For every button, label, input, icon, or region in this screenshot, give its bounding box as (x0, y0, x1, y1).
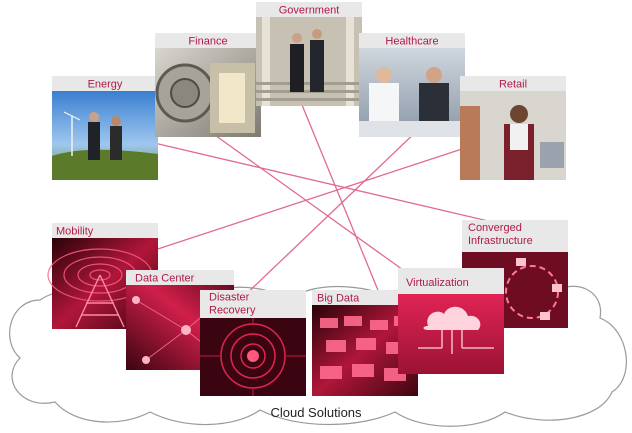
tile-virtualization-label: Virtualization (406, 277, 469, 289)
tile-data-center-label: Data Center (135, 273, 195, 285)
tile-retail (460, 76, 566, 180)
tile-energy-label: Energy (88, 79, 123, 91)
tile-virtualization (398, 268, 504, 374)
tile-mobility-label-bg (52, 223, 158, 238)
tile-virtualization-label-bg (398, 268, 504, 294)
tile-big-data-label-bg (312, 290, 418, 305)
tile-disaster-recovery-label-bg (200, 290, 306, 318)
tile-energy-label-bg (52, 76, 158, 91)
tile-disaster-recovery-label-line1-line: Recovery (209, 305, 256, 317)
tile-government-label-bg (256, 2, 362, 17)
tile-converged-label-line: Infrastructure (468, 235, 533, 247)
tile-healthcare-label: Healthcare (385, 36, 438, 48)
tile-retail-label: Retail (499, 79, 527, 91)
tile-government-label: Government (279, 5, 340, 17)
tile-healthcare (359, 33, 465, 137)
tile-healthcare-label-bg (359, 33, 465, 48)
tile-disaster-recovery-label-line1-line: Disaster (209, 292, 250, 304)
cloud-solutions-caption: Cloud Solutions (270, 405, 362, 420)
tile-disaster-recovery (200, 290, 306, 396)
tile-mobility-label: Mobility (56, 226, 94, 238)
virtualization-image (398, 294, 504, 374)
tile-finance-label-bg (155, 33, 261, 48)
tile-finance (155, 33, 261, 137)
tile-converged-label-line: Converged (468, 222, 522, 234)
tile-converged-label-bg (462, 220, 568, 252)
tile-energy (52, 76, 158, 180)
tile-government (256, 2, 362, 106)
tile-finance-label: Finance (188, 36, 227, 48)
tile-retail-label-bg (460, 76, 566, 91)
tile-big-data-label: Big Data (317, 293, 360, 305)
tile-data-center-label-bg (126, 270, 234, 285)
